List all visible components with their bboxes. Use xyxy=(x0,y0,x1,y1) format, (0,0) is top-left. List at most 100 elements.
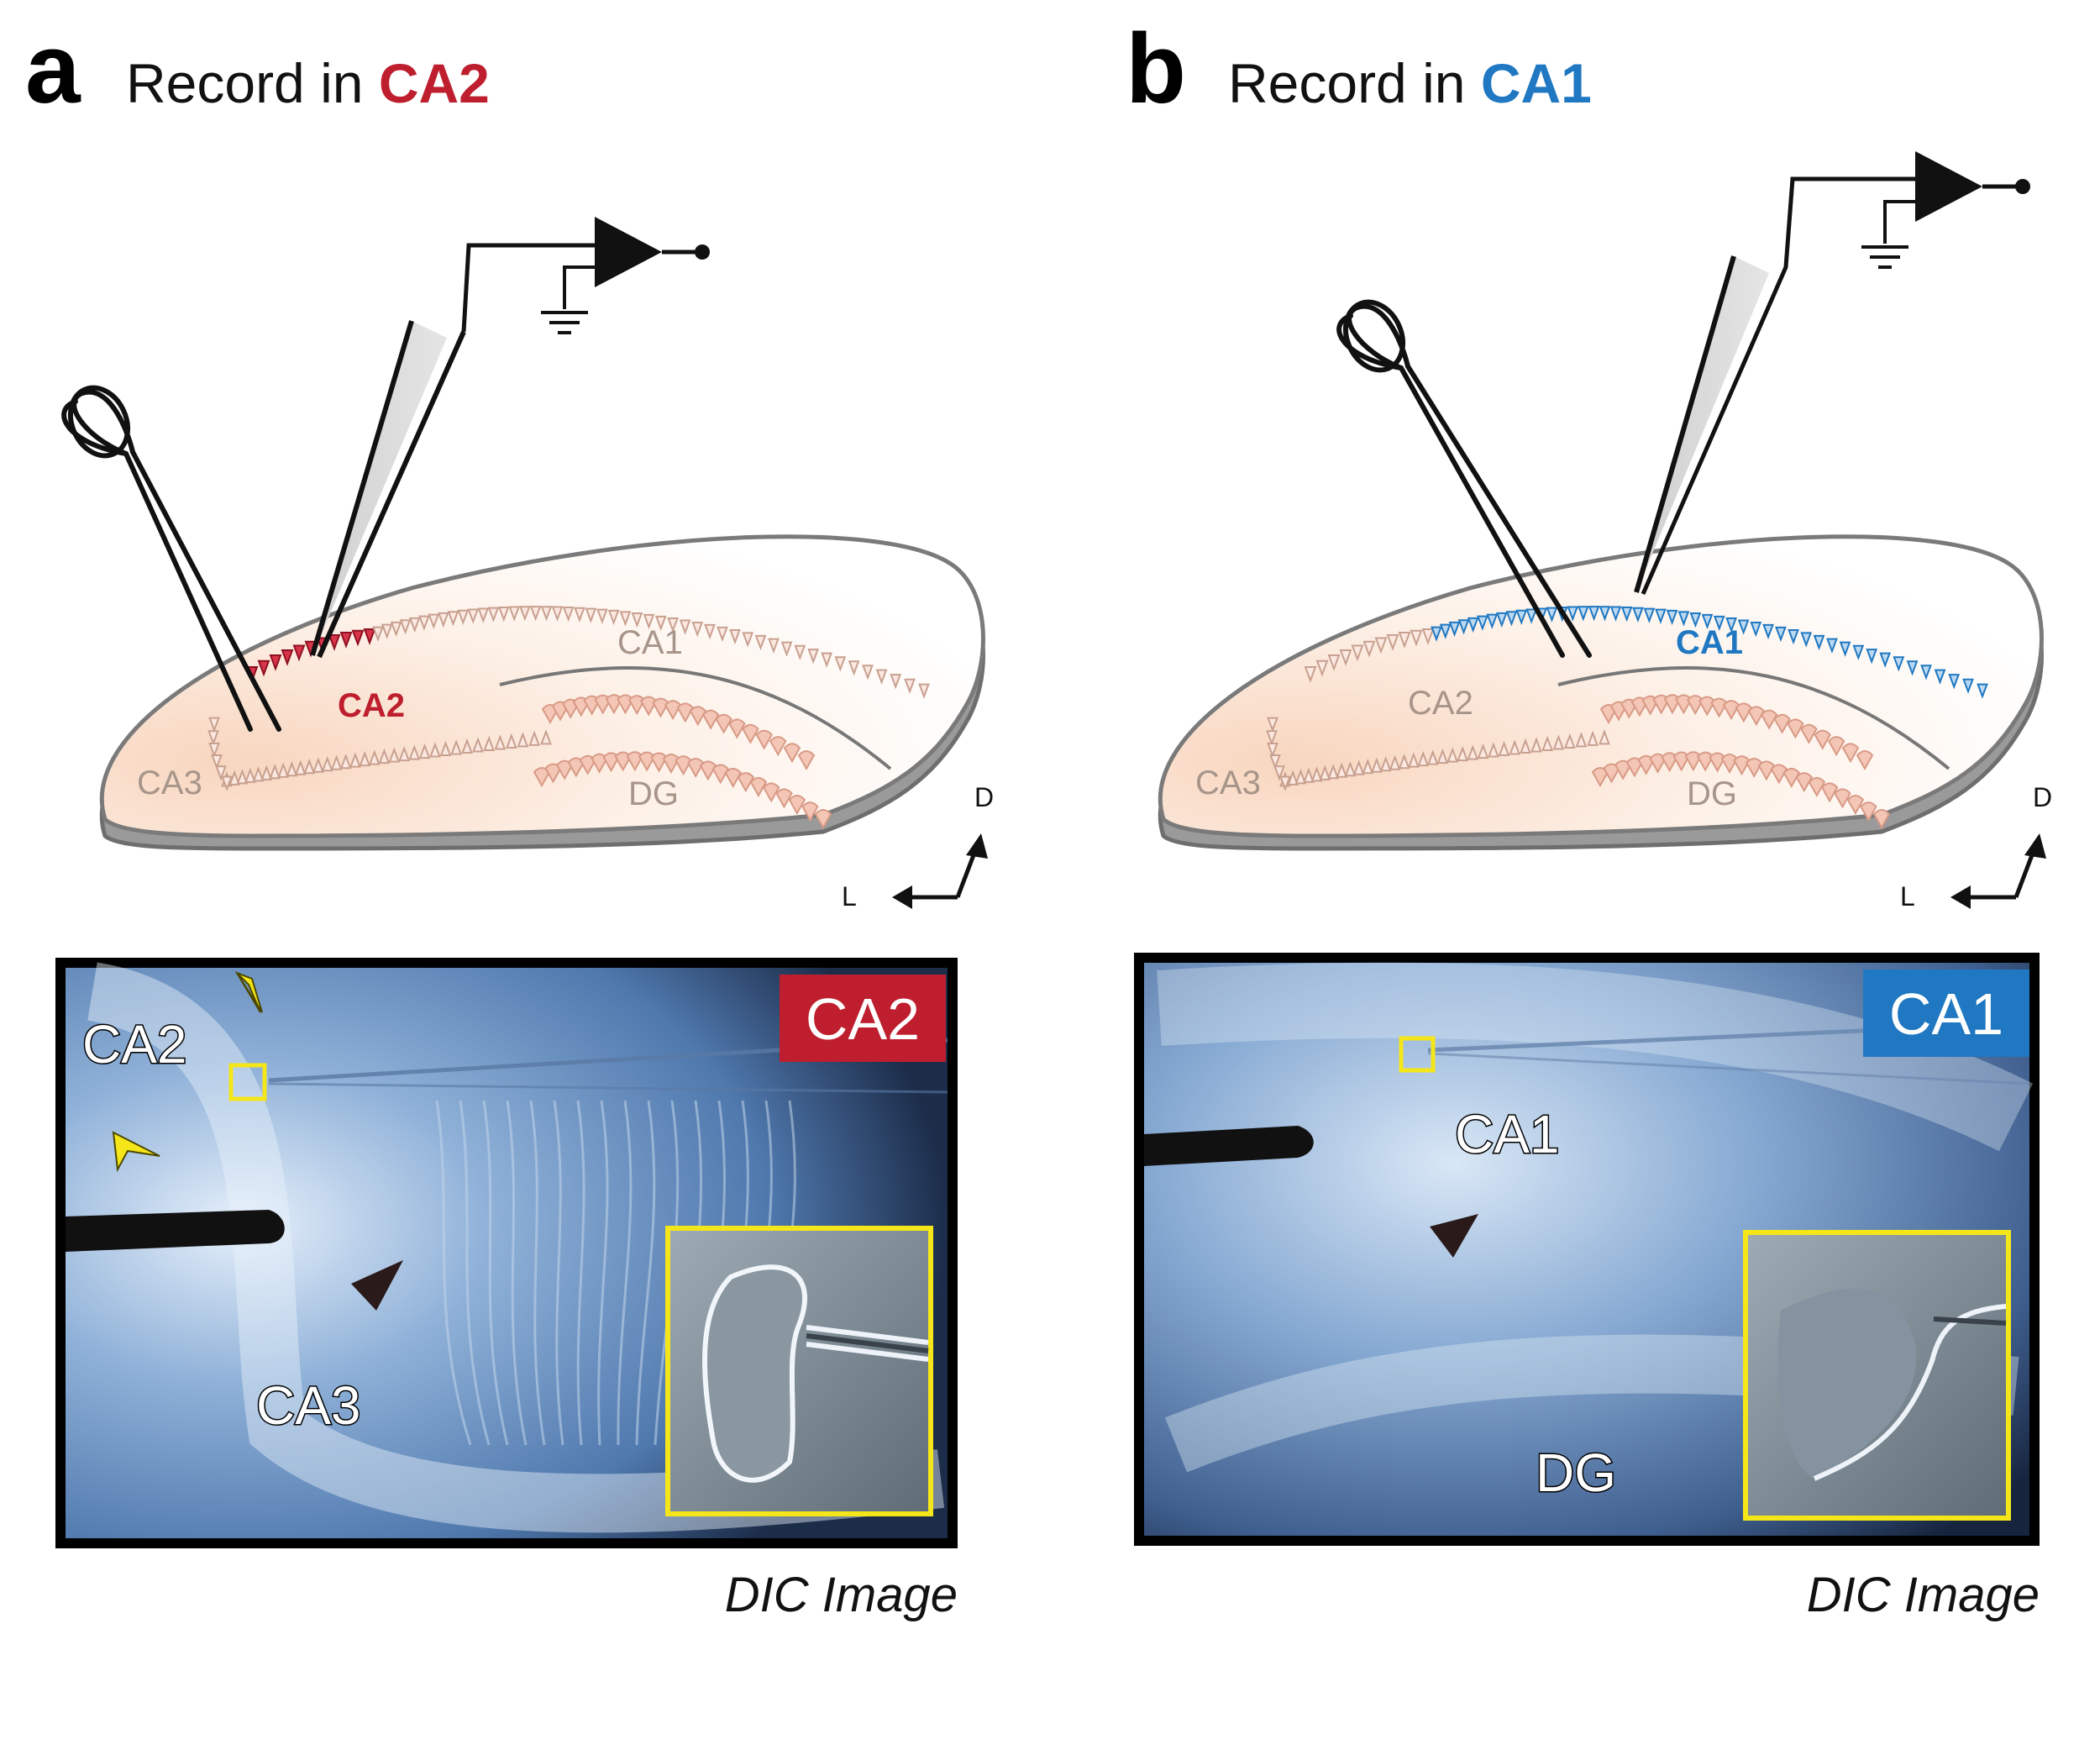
pyramidal-cell-icon xyxy=(1587,730,1599,746)
pyramidal-cell-icon xyxy=(1879,652,1892,668)
bright-cell-band xyxy=(87,962,945,1533)
pyramidal-cell-icon xyxy=(1467,617,1479,633)
axis-label-lateral: L xyxy=(1900,881,1915,912)
granule-cell-icon xyxy=(801,801,819,822)
granule-cell-icon xyxy=(1860,801,1877,822)
orientation-axes: D L xyxy=(842,782,994,912)
pyramidal-cell-icon xyxy=(1906,660,1919,676)
pyramidal-cell-icon xyxy=(1436,748,1449,765)
cell-body-marker xyxy=(1430,1214,1478,1258)
pyramidal-cell-icon xyxy=(519,606,531,622)
granule-cell-icon xyxy=(1872,809,1891,830)
pyramidal-cell-icon xyxy=(1515,609,1528,626)
pyramidal-cell-icon xyxy=(1701,613,1714,630)
granule-cell-icon xyxy=(814,809,832,830)
pyramidal-cell-icon xyxy=(1304,666,1317,683)
pyramidal-cell-icon xyxy=(1826,638,1838,654)
pyramidal-cell-icon xyxy=(363,628,376,645)
granule-cell-icon xyxy=(755,729,773,750)
pyramidal-cell-icon xyxy=(1750,622,1762,638)
pyramidal-cell-icon xyxy=(1374,637,1388,654)
stimulating-electrode xyxy=(61,385,281,732)
panel-title: Record in CA1 xyxy=(1228,52,1592,114)
pyramidal-cell-icon xyxy=(1599,729,1610,745)
panel-letter: a xyxy=(25,13,81,124)
pyramidal-cell-icon xyxy=(294,759,307,775)
pyramidal-cell-icon xyxy=(904,678,916,694)
pyramidal-cell-icon xyxy=(368,749,381,765)
pyramidal-cell-icon xyxy=(918,683,930,699)
pyramidal-cell-icon xyxy=(1448,621,1461,638)
granule-cell-icon xyxy=(1770,764,1788,785)
fiber-line xyxy=(597,1100,609,1446)
pyramidal-cell-icon xyxy=(574,607,585,623)
pyramidal-cell-icon xyxy=(1495,612,1508,628)
pyramidal-cell-icon xyxy=(1408,752,1420,768)
pyramidal-cell-icon xyxy=(208,743,220,759)
pyramidal-cell-icon xyxy=(1431,626,1442,642)
fiber-line xyxy=(482,1100,509,1446)
recording-pipette-shadow-2 xyxy=(268,1082,948,1094)
granule-cell-icon xyxy=(1814,729,1831,750)
pyramidal-cell-icon xyxy=(390,621,402,638)
pyramidal-cell-icon xyxy=(768,638,780,654)
pyramidal-cell-icon xyxy=(1267,717,1278,733)
recording-pipette xyxy=(310,243,595,659)
pyramidal-cell-icon xyxy=(1563,733,1576,749)
pyramidal-cell-icon xyxy=(1575,732,1588,748)
pyramidal-cell-icon xyxy=(540,606,553,622)
pyramidal-cell-icon xyxy=(1520,738,1531,754)
pyramidal-cell-icon xyxy=(1287,770,1299,786)
pyramidal-cell-icon xyxy=(890,674,902,690)
pyramidal-cell-icon xyxy=(1362,640,1376,658)
pyramidal-cell-icon xyxy=(286,761,298,777)
granule-cell-icon xyxy=(762,782,780,803)
recording-pipette-shadow-2 xyxy=(1427,1052,2030,1085)
axis-label-lateral: L xyxy=(842,881,857,912)
granule-cell-icon xyxy=(1834,788,1851,809)
panel-b: b Record in CA1 CA1 CA2 CA3 DG xyxy=(1126,13,2052,1622)
hippocampal-fissure xyxy=(1557,666,1950,770)
pyramidal-cell-icon xyxy=(596,608,608,624)
granule-cell-icon xyxy=(1808,776,1826,797)
pyramidal-cell-icon xyxy=(1655,608,1667,624)
pyramidal-cell-icon xyxy=(339,632,353,649)
pyramidal-cell-icon xyxy=(562,607,575,623)
pyramidal-cell-icon xyxy=(1713,615,1725,632)
pyramidal-cell-icon xyxy=(1578,606,1589,622)
pyramidal-cell-icon xyxy=(1788,629,1799,645)
panel-title: Record in CA2 xyxy=(126,52,490,114)
pyramidal-cell-icon xyxy=(260,765,273,780)
stimulating-electrode-shadow xyxy=(1144,1126,1314,1166)
label-ca1: CA1 xyxy=(1676,624,1743,661)
slice-body xyxy=(1158,534,2044,838)
pyramidal-cell-icon xyxy=(1762,623,1774,640)
pyramidal-cell-icon xyxy=(1920,665,1932,680)
granule-cell-icon xyxy=(711,764,730,785)
pyramidal-cell-icon xyxy=(1962,678,1974,694)
pyramidal-cell-icon xyxy=(1813,634,1825,651)
title-prefix: Record in xyxy=(126,52,379,114)
pyramidal-cell-icon xyxy=(372,626,384,642)
granule-cell-icon xyxy=(1773,713,1791,734)
granule-cell-icon xyxy=(1841,743,1860,764)
pyramidal-cell-icon xyxy=(429,742,441,758)
pyramidal-cell-icon xyxy=(351,629,365,647)
title-prefix: Record in xyxy=(1228,52,1481,114)
granule-cell-icon xyxy=(1787,718,1804,739)
pyramidal-cell-icon xyxy=(528,730,540,746)
pyramidal-cell-icon xyxy=(1546,607,1558,623)
pyramidal-cell-layer xyxy=(207,606,930,791)
pyramidal-cell-icon xyxy=(807,649,820,665)
pyramidal-cell-icon xyxy=(1486,613,1499,629)
granule-cell-icon xyxy=(769,736,787,757)
pyramidal-cell-icon xyxy=(439,740,452,757)
granule-cell-icon xyxy=(737,772,755,793)
granule-cell-icon xyxy=(1820,782,1839,803)
panel-a: a Record in CA2 CA1 CA2 CA3 DG xyxy=(25,13,994,1622)
granule-cell-icon xyxy=(689,706,707,727)
granule-cell-icon xyxy=(1827,736,1845,757)
pyramidal-cell-icon xyxy=(1439,623,1452,639)
pyramidal-cell-icon xyxy=(1327,764,1340,780)
pyramidal-cell-icon xyxy=(211,754,223,770)
